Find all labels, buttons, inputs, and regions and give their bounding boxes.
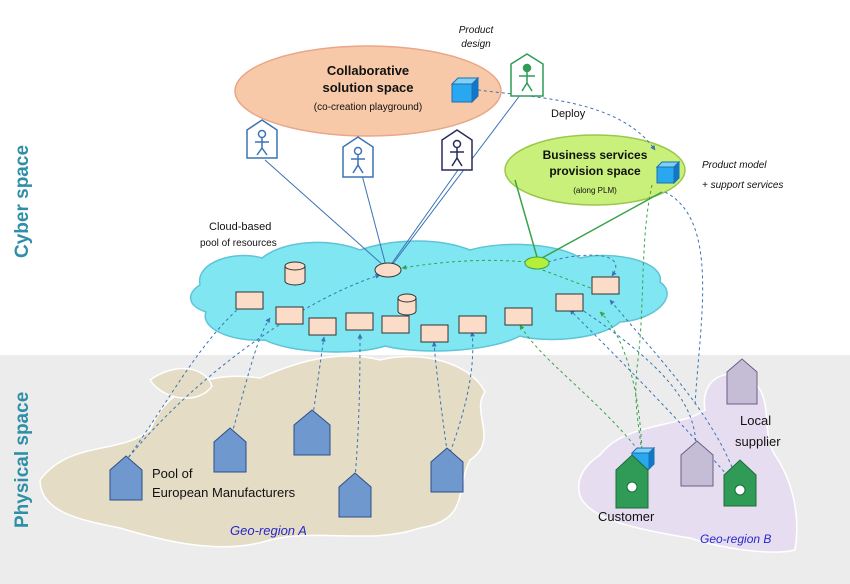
customer-factory-icon [723, 459, 757, 507]
customer-label: Customer [598, 509, 655, 524]
product-design-label-2: design [461, 39, 491, 50]
physical-space-label: Physical space [12, 391, 33, 528]
pool-label-1: Pool of [152, 466, 193, 481]
business-title-line1: Business services [543, 148, 648, 162]
database-cylinder-icon [397, 293, 417, 316]
product-design-label-1: Product [459, 25, 495, 36]
business-services-provision-space [504, 134, 686, 206]
local-supplier-label-1: Local [740, 413, 771, 428]
business-hub-node [524, 256, 550, 270]
cyber-space-label: Cyber space [12, 144, 33, 258]
cloud-label-1: Cloud-based [209, 221, 271, 233]
supplier-house-icon [726, 358, 758, 405]
resource-box-icon [345, 312, 374, 331]
collab-title-line1: Collaborative [327, 63, 409, 78]
factory-house-icon [293, 409, 331, 456]
database-cylinder-icon [284, 261, 306, 286]
person-in-frame-icon [441, 129, 473, 171]
factory-house-icon [430, 447, 464, 493]
factory-house-icon [109, 455, 143, 501]
cube-icon [655, 160, 681, 185]
collaboration-hub-node [374, 262, 402, 278]
physical-links [124, 273, 741, 491]
local-supplier-label-2: supplier [735, 434, 781, 449]
product-model-label-1: Product model [702, 160, 767, 171]
resource-box-icon [420, 324, 449, 343]
collab-title-line2: solution space [322, 80, 413, 95]
collab-subtitle: (co-creation playground) [314, 102, 422, 113]
geo-region-b-label: Geo-region B [700, 532, 771, 546]
resource-box-icon [555, 293, 584, 312]
customer-factory-icon [615, 454, 649, 509]
person-in-frame-icon [246, 119, 278, 159]
geo-region-a-label: Geo-region A [230, 523, 307, 538]
product-model-label-2: + support services [702, 180, 783, 191]
pool-label-2: European Manufacturers [152, 485, 296, 500]
cloud-label-2: pool of resources [200, 238, 277, 249]
cube-icon [450, 76, 480, 104]
resource-box-icon [458, 315, 487, 334]
person-in-frame-icon [342, 136, 374, 178]
factory-house-icon [213, 427, 247, 473]
person-in-frame-icon [510, 53, 544, 97]
deploy-label: Deploy [551, 108, 586, 120]
cyber-links [264, 81, 704, 456]
supplier-house-icon [680, 440, 714, 487]
resource-box-icon [308, 317, 337, 336]
resource-box-icon [591, 276, 620, 295]
business-subtitle: (along PLM) [573, 186, 617, 195]
europe-map-region [39, 355, 486, 548]
resource-box-icon [235, 291, 264, 310]
collaborative-solution-space [234, 45, 502, 137]
resource-boxes [235, 276, 620, 343]
business-title-line2: provision space [549, 164, 641, 178]
resource-box-icon [504, 307, 533, 326]
resource-box-icon [275, 306, 304, 325]
factory-house-icon [338, 472, 372, 518]
resource-box-icon [381, 315, 410, 334]
europe-map-island [148, 367, 213, 399]
